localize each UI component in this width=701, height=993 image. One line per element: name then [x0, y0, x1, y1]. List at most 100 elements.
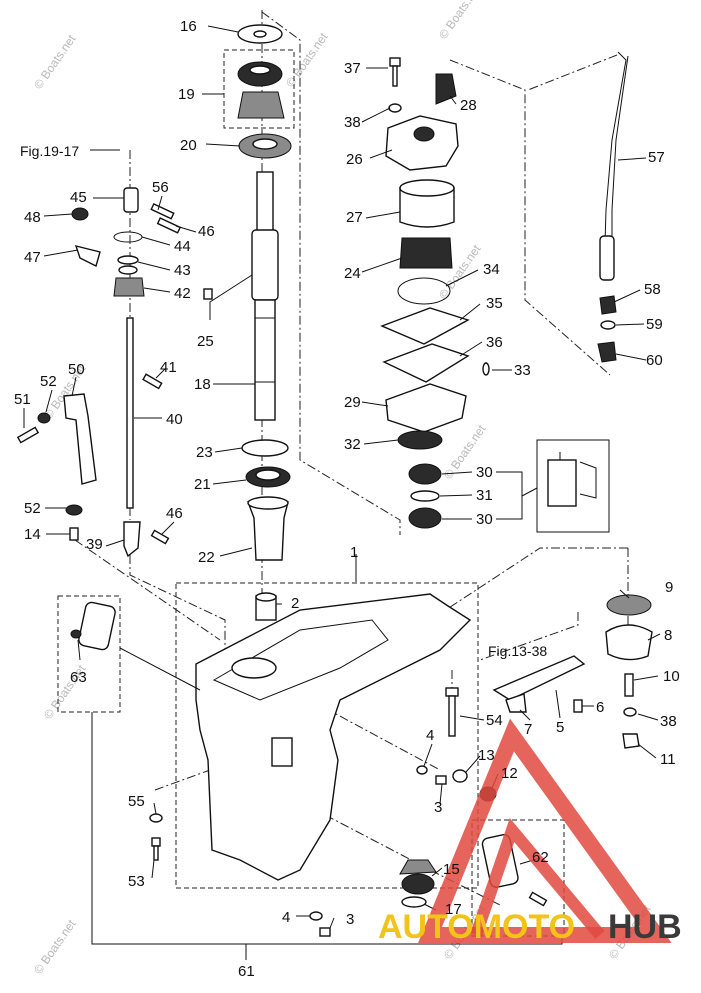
grommet-59: [600, 320, 616, 330]
callout: 34: [483, 261, 500, 278]
pin-33: [482, 362, 490, 376]
callout: 52: [24, 500, 41, 517]
sleeve-22: [246, 501, 289, 561]
callout: 30: [476, 464, 493, 481]
callout: 28: [460, 97, 477, 114]
screw-3: [435, 775, 447, 785]
brand-logo: AUTOMOTO HUB: [378, 718, 682, 946]
callout: 43: [174, 262, 191, 279]
callout: 3: [346, 911, 354, 928]
screw-6: [573, 699, 583, 713]
callouts: 1 2 3 3 4 4 5 6 7 8 9 10 11 12 13 14 15 …: [14, 18, 680, 980]
callout: 53: [128, 873, 145, 890]
callout: 51: [14, 391, 31, 408]
callout: 32: [344, 436, 361, 453]
grommet-28: [435, 73, 457, 105]
callout: 4: [426, 727, 434, 744]
bolt-51: [16, 426, 40, 444]
callout: 63: [70, 669, 87, 686]
clip-48: [71, 207, 89, 221]
callout: 46: [166, 505, 183, 522]
watermark-text: © Boats.net: [31, 917, 79, 977]
reference-fig-19-17: Fig.19-17: [20, 143, 79, 159]
callout: 33: [514, 362, 531, 379]
watermark-text: © Boats.net: [436, 0, 484, 42]
clip-41: [142, 373, 163, 390]
callout: 40: [166, 411, 183, 428]
washer-55: [149, 813, 163, 823]
screw-3: [319, 927, 331, 937]
callout: 52: [40, 373, 57, 390]
nut-11: [622, 733, 640, 749]
lever-47: [74, 245, 101, 268]
callout: 29: [344, 394, 361, 411]
callout: 39: [86, 536, 103, 553]
callout: 38: [660, 713, 677, 730]
group-box-63: [57, 595, 121, 713]
cover-5: [492, 655, 586, 701]
callout: 7: [524, 721, 532, 738]
gear-15: [399, 859, 437, 875]
insert-cartridge-27: [399, 187, 455, 228]
callout: 44: [174, 238, 191, 255]
callout: 3: [434, 799, 442, 816]
reference-fig-13-38: Fig.13-38: [488, 643, 547, 659]
callout: 35: [486, 295, 503, 312]
callout: 30: [476, 511, 493, 528]
callout: 15: [443, 861, 460, 878]
outer-plate-35: [380, 307, 470, 345]
watermark-text: © Boats.net: [31, 32, 79, 92]
bolt-54: [445, 687, 459, 697]
callout: 48: [24, 209, 41, 226]
callout: 20: [180, 137, 197, 154]
callout: 2: [291, 595, 299, 612]
callout: 26: [346, 151, 363, 168]
callout: 19: [178, 86, 195, 103]
callout: 31: [476, 487, 493, 504]
callout: 18: [194, 376, 211, 393]
clamp-52: [37, 412, 51, 424]
seal-detail: [547, 459, 577, 507]
gasket-13: [452, 769, 468, 783]
callout: 27: [346, 209, 363, 226]
callout: 41: [160, 359, 177, 376]
seal-58: [599, 295, 617, 315]
washer-38: [623, 707, 637, 717]
washer-4: [416, 765, 428, 775]
callout: 62: [532, 849, 549, 866]
connector-45: [123, 187, 139, 213]
callout: 45: [70, 189, 87, 206]
seal-42: [113, 277, 145, 297]
callout: 60: [646, 352, 663, 369]
plug-8: [605, 624, 653, 661]
bolt-37: [389, 57, 401, 67]
pin-46: [156, 217, 182, 234]
callout: 6: [596, 699, 604, 716]
bolt-53: [151, 837, 161, 847]
washer-38: [388, 103, 402, 113]
callout: 21: [194, 476, 211, 493]
hose-50: [63, 393, 97, 485]
callout: 24: [344, 265, 361, 282]
pump-housing-26: [385, 115, 459, 171]
callout: 9: [665, 579, 673, 596]
gasket-36: [382, 343, 470, 383]
leader-lines: [23, 25, 661, 960]
shift-cam-39: [123, 521, 141, 558]
callout: 1: [350, 544, 358, 561]
anode-63: [78, 601, 116, 651]
group-box-19: [223, 49, 295, 129]
washer-43: [117, 255, 139, 265]
callout: 12: [501, 765, 518, 782]
callout: 13: [478, 747, 495, 764]
callout: 61: [238, 963, 255, 980]
callout: 56: [152, 179, 169, 196]
pump-case-29: [385, 383, 467, 433]
callout: 22: [198, 549, 215, 566]
callout: 50: [68, 361, 85, 378]
stud-10: [624, 673, 634, 697]
callout: 57: [648, 149, 665, 166]
o-ring-44: [113, 231, 143, 243]
shift-rod-40: [126, 317, 134, 509]
